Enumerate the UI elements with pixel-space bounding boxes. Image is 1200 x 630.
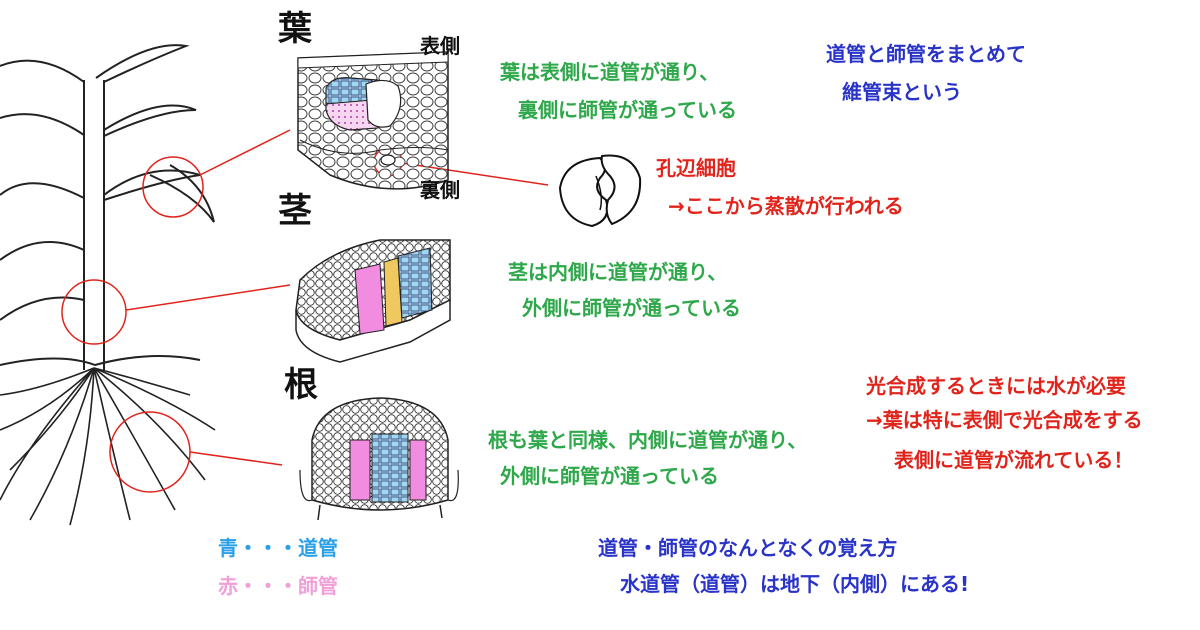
root-xylem-area bbox=[371, 433, 409, 503]
photosynthesis-line3: 表側に道管が流れている！ bbox=[894, 448, 1134, 472]
plant-ground-line bbox=[0, 355, 201, 367]
leaf-focus-circle bbox=[142, 156, 204, 218]
leaf-connector bbox=[199, 129, 291, 176]
stem-note-line2: 外側に師管が通っている bbox=[522, 296, 741, 320]
legend-xylem: 青・・・道管 bbox=[218, 536, 338, 560]
plant-leaf-tip bbox=[149, 164, 215, 223]
guard-cell-illustration bbox=[558, 154, 642, 228]
stem-focus-circle bbox=[61, 279, 127, 345]
stoma-note-line2: →ここから蒸散が行われる bbox=[668, 194, 904, 218]
root-heading: 根 bbox=[284, 365, 318, 405]
mnemonic-line1: 道管・師管のなんとなくの覚え方 bbox=[598, 536, 898, 560]
plant-leaf bbox=[95, 44, 190, 83]
leaf-cross-section bbox=[297, 51, 449, 190]
plant-leaf bbox=[0, 296, 85, 321]
plant-leaf bbox=[0, 241, 85, 261]
stem-connector bbox=[125, 284, 291, 311]
root-note-line1: 根も葉と同様、内側に道管が通り、 bbox=[488, 428, 808, 452]
photosynthesis-line1: 光合成するときには水が必要 bbox=[866, 374, 1126, 398]
vascular-bundle-line2: 維管束という bbox=[842, 80, 962, 104]
stem-heading: 茎 bbox=[278, 191, 312, 231]
leaf-bottom-side-label: 裏側 bbox=[420, 178, 460, 202]
plant-leaf bbox=[0, 182, 85, 199]
stem-phloem-area bbox=[354, 263, 385, 335]
leaf-note-line1: 葉は表側に道管が通り、 bbox=[500, 60, 720, 84]
legend-phloem: 赤・・・師管 bbox=[218, 574, 338, 598]
plant-roots bbox=[0, 367, 216, 526]
leaf-top-side-label: 表側 bbox=[420, 34, 460, 58]
stem-xylem-area bbox=[397, 247, 433, 319]
root-note-line2: 外側に師管が通っている bbox=[500, 464, 719, 488]
plant-leaf bbox=[0, 113, 85, 136]
plant-leaf bbox=[0, 59, 85, 83]
root-connector bbox=[189, 451, 283, 466]
plant-illustration bbox=[0, 44, 216, 526]
root-cross-section bbox=[299, 397, 459, 521]
leaf-heading: 葉 bbox=[278, 9, 312, 49]
mnemonic-line2: 水道管（道管）は地下（内側）にある! bbox=[620, 572, 970, 596]
photosynthesis-line2: →葉は特に表側で光合成をする bbox=[866, 408, 1143, 432]
stem-cross-section bbox=[295, 239, 451, 363]
plant-leaf bbox=[103, 104, 197, 137]
stoma-in-section bbox=[380, 154, 396, 166]
vascular-bundle-line1: 道管と師管をまとめて bbox=[826, 42, 1026, 66]
leaf-note-line2: 裏側に師管が通っている bbox=[518, 98, 737, 122]
stem-note-line1: 茎は内側に道管が通り、 bbox=[508, 260, 728, 284]
stoma-note-line1: 孔辺細胞 bbox=[656, 156, 736, 180]
stem-cambium-area bbox=[383, 257, 403, 327]
root-focus-circle bbox=[109, 411, 191, 493]
root-phloem-area bbox=[349, 439, 371, 501]
leaf-xylem-area bbox=[325, 77, 373, 105]
